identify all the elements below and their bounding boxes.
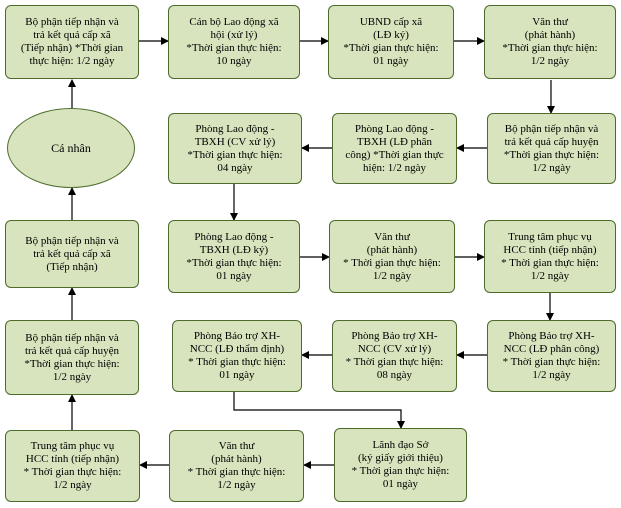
step-label: Bộ phận tiếp nhận và trả kết quả cấp xã … <box>25 234 119 273</box>
step-van-thu-xa: Văn thư (phát hành) *Thời gian thực hiện… <box>484 5 616 79</box>
step-btxh-phan-cong: Phòng Bảo trợ XH- NCC (LĐ phân công) * T… <box>487 320 616 392</box>
step-ldtbxh-cv: Phòng Lao động - TBXH (CV xử lý) *Thời g… <box>168 113 302 184</box>
step-label: Phòng Bảo trợ XH- NCC (LĐ thẩm định) * T… <box>188 330 286 381</box>
step-label: Cá nhân <box>51 140 91 155</box>
step-label: Phòng Lao động - TBXH (CV xử lý) *Thời g… <box>187 122 283 174</box>
step-label: Phòng Lao động - TBXH (LĐ ký) *Thời gian… <box>186 230 282 282</box>
step-hcc-tinh-tra: Trung tâm phục vụ HCC tỉnh (tiếp nhận) *… <box>5 430 140 502</box>
step-hcc-tinh-tiep-nhan: Trung tâm phục vụ HCC tỉnh (tiếp nhận) *… <box>484 220 616 293</box>
step-xa-tiep-nhan: Bộ phận tiếp nhận và trả kết quả cấp xã … <box>5 5 139 79</box>
step-btxh-cv: Phòng Bảo trợ XH- NCC (CV xử lý) * Thời … <box>332 320 457 392</box>
step-label: Phòng Lao động - TBXH (LĐ phân công) *Th… <box>345 122 444 174</box>
step-label: Trung tâm phục vụ HCC tỉnh (tiếp nhận) *… <box>501 230 599 282</box>
step-ubnd-xa: UBND cấp xã (LĐ ký) *Thời gian thực hiện… <box>328 5 454 79</box>
step-btxh-tham-dinh: Phòng Bảo trợ XH- NCC (LĐ thẩm định) * T… <box>172 320 302 392</box>
step-label: Phòng Bảo trợ XH- NCC (CV xử lý) * Thời … <box>345 330 444 381</box>
step-label: Lãnh đạo Sở (ký giấy giới thiệu) * Thời … <box>351 439 450 490</box>
step-van-thu-huyen: Văn thư (phát hành) * Thời gian thực hiệ… <box>329 220 455 293</box>
step-label: Cán bộ Lao động xã hội (xử lý) *Thời gia… <box>186 16 282 67</box>
step-label: Bộ phận tiếp nhận và trả kết quả cấp xã … <box>20 16 124 67</box>
step-label: Văn thư (phát hành) *Thời gian thực hiện… <box>502 16 598 67</box>
step-label: Bộ phận tiếp nhận và trả kết quả cấp huy… <box>24 331 120 383</box>
step-label: Văn thư (phát hành) * Thời gian thực hiệ… <box>343 230 441 282</box>
step-van-thu-so: Văn thư (phát hành) * Thời gian thực hiệ… <box>169 430 304 502</box>
step-ldtbxh-phan-cong: Phòng Lao động - TBXH (LĐ phân công) *Th… <box>332 113 457 184</box>
step-ldtbxh-ld-ky: Phòng Lao động - TBXH (LĐ ký) *Thời gian… <box>168 220 300 293</box>
step-label: Bộ phận tiếp nhận và trả kết quả cấp huy… <box>503 122 600 174</box>
step-huyen-tiep-nhan: Bộ phận tiếp nhận và trả kết quả cấp huy… <box>487 113 616 184</box>
step-label: Văn thư (phát hành) * Thời gian thực hiệ… <box>187 440 286 491</box>
step-label: Phòng Bảo trợ XH- NCC (LĐ phân công) * T… <box>502 330 601 381</box>
step-label: Trung tâm phục vụ HCC tỉnh (tiếp nhận) *… <box>23 440 122 491</box>
step-lanh-dao-so: Lãnh đạo Sở (ký giấy giới thiệu) * Thời … <box>334 428 467 502</box>
step-label: UBND cấp xã (LĐ ký) *Thời gian thực hiện… <box>343 16 439 67</box>
step-ca-nhan: Cá nhân <box>7 108 135 188</box>
step-huyen-tra-ket-qua: Bộ phận tiếp nhận và trả kết quả cấp huy… <box>5 320 139 395</box>
step-xa-tra-ket-qua: Bộ phận tiếp nhận và trả kết quả cấp xã … <box>5 220 139 288</box>
arrow-n14-n19 <box>233 392 405 429</box>
step-can-bo-ldxh: Cán bộ Lao động xã hội (xử lý) *Thời gia… <box>168 5 300 79</box>
